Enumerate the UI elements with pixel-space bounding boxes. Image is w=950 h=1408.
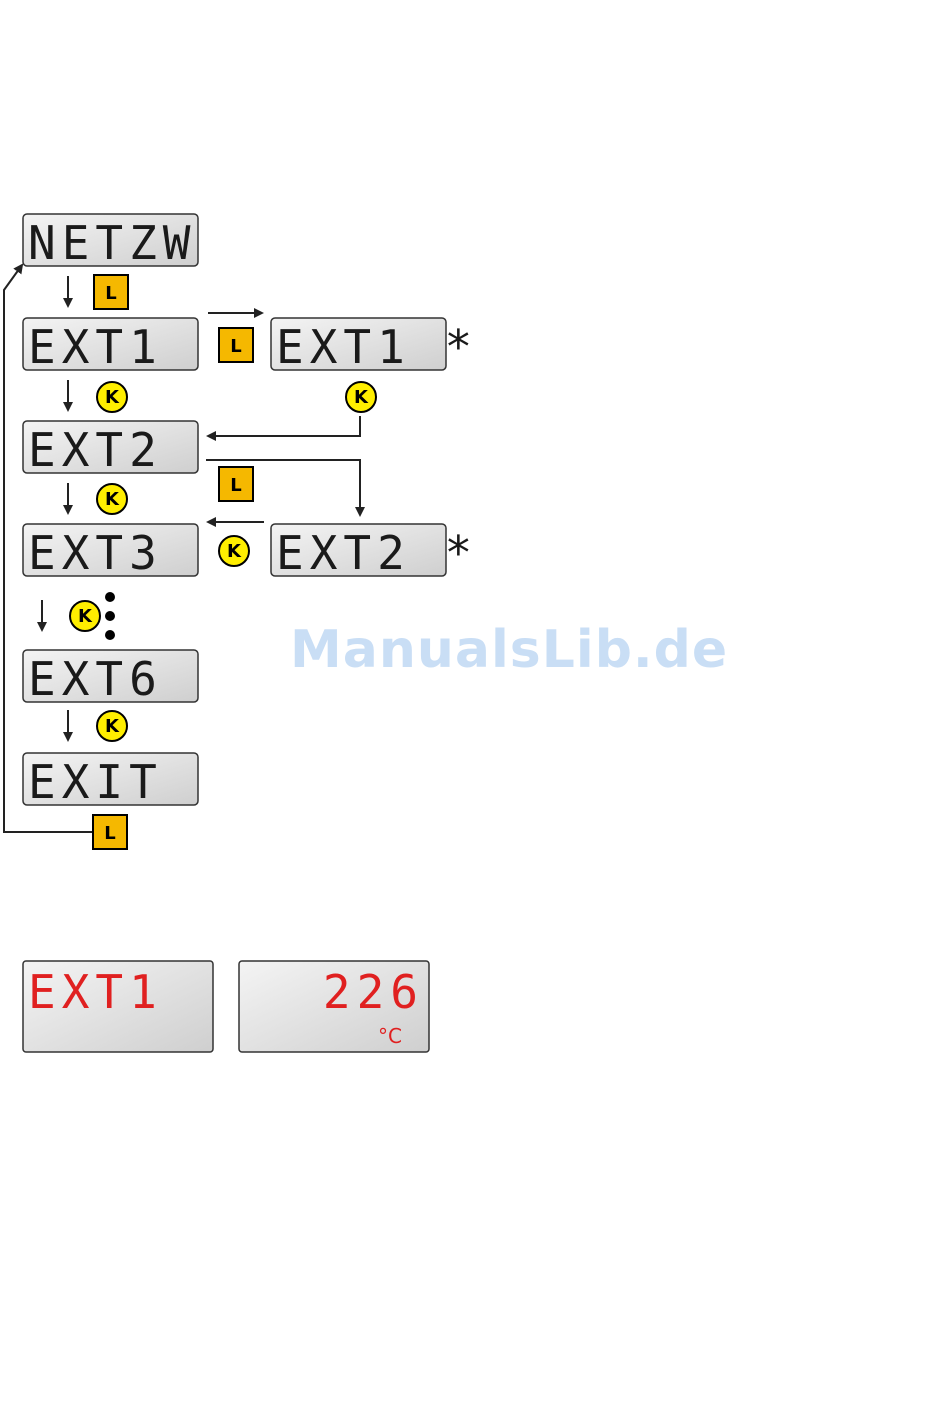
ellipsis-dots-icon [105,592,115,640]
lcd-bottom-left-text: EXT1 [28,965,163,1019]
lcd-ext6-text: EXT6 [28,652,163,706]
lcd-ext2-star: EXT2 * [271,524,478,580]
k-button-5-label: K [78,606,93,627]
l-button-3-label: L [230,475,241,496]
k-button-3: K [97,484,127,514]
lcd-ext1-star: EXT1 * [271,318,478,374]
k-button-2: K [346,382,376,412]
k-button-6-label: K [105,716,120,737]
lcd-temperature-unit: °C [378,1024,402,1048]
l-button-3: L [219,467,253,501]
lcd-netzw: NETZW [23,214,198,270]
watermark: ManualsLib.de [290,620,728,680]
k-button-4-label: K [227,541,242,562]
l-button-1: L [94,275,128,309]
lcd-exit: EXIT [23,753,198,809]
lcd-ext2-star-text: EXT2 * [276,526,478,580]
k-button-5: K [70,601,100,631]
lcd-ext2: EXT2 [23,421,198,477]
k-button-2-label: K [354,387,369,408]
lcd-temperature-value: 226 [323,965,424,1019]
l-button-4: L [93,815,127,849]
k-button-3-label: K [105,489,120,510]
k-button-1-label: K [105,387,120,408]
l-button-4-label: L [104,823,115,844]
lcd-ext2-text: EXT2 [28,423,163,477]
lcd-exit-text: EXIT [28,755,163,809]
arrow-ext1-star-to-ext2 [208,416,360,436]
lcd-bottom-right: 226 °C [239,961,429,1052]
k-button-4: K [219,536,249,566]
lcd-ext1-star-text: EXT1 * [276,320,478,374]
lcd-ext3-text: EXT3 [28,526,163,580]
l-button-2-label: L [230,336,241,357]
k-button-6: K [97,711,127,741]
lcd-ext1-text: EXT1 [28,320,163,374]
l-button-1-label: L [105,283,116,304]
lcd-bottom-left: EXT1 [23,961,213,1052]
lcd-ext6: EXT6 [23,650,198,706]
lcd-ext3: EXT3 [23,524,198,580]
l-button-2: L [219,328,253,362]
lcd-ext1: EXT1 [23,318,198,374]
lcd-netzw-text: NETZW [28,216,196,270]
k-button-1: K [97,382,127,412]
